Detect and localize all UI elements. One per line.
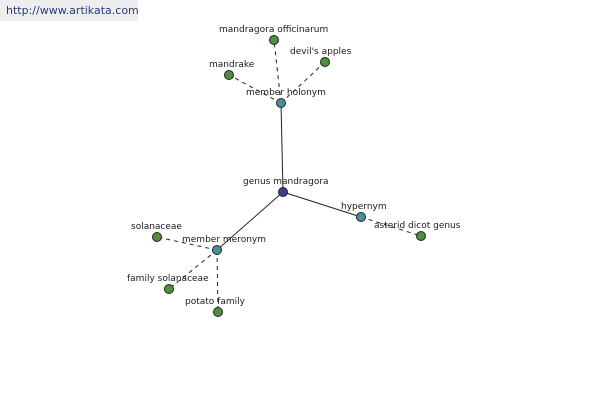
node-label-holonym[interactable]: member holonym xyxy=(246,88,326,98)
node-asterid[interactable] xyxy=(416,231,426,241)
edge-meronym-solanaceae xyxy=(156,236,218,251)
node-label-mandragora_off[interactable]: mandragora officinarum xyxy=(219,25,328,35)
node-label-family_sol[interactable]: family solanaceae xyxy=(127,274,209,284)
node-label-hypernym[interactable]: hypernym xyxy=(341,202,387,212)
node-label-devils[interactable]: devil's apples xyxy=(290,47,352,57)
graph-labels: genus mandragora member holonym hypernym me… xyxy=(127,25,461,307)
edge-meronym-family_sol xyxy=(168,249,218,290)
node-label-meronym[interactable]: member meronym xyxy=(182,235,266,245)
graph-nodes xyxy=(152,35,426,317)
node-mandragora_off[interactable] xyxy=(269,35,279,45)
node-meronym[interactable] xyxy=(212,245,222,255)
edge-genus-meronym xyxy=(216,191,284,251)
node-mandrake[interactable] xyxy=(224,70,234,80)
edge-genus-hypernym xyxy=(282,191,362,218)
node-devils[interactable] xyxy=(320,57,330,67)
node-label-solanaceae[interactable]: solanaceae xyxy=(131,222,182,232)
graph-edges xyxy=(156,39,422,313)
node-label-genus[interactable]: genus mandragora xyxy=(243,177,329,187)
edge-holonym-mandragora_off xyxy=(273,39,282,104)
node-label-asterid[interactable]: asterid dicot genus xyxy=(374,221,461,231)
node-label-mandrake[interactable]: mandrake xyxy=(209,60,255,70)
node-label-potato[interactable]: potato family xyxy=(185,297,246,307)
site-url-banner[interactable]: http://www.artikata.com xyxy=(0,0,139,21)
edge-holonym-devils xyxy=(280,61,326,104)
node-genus[interactable] xyxy=(278,187,288,197)
node-potato[interactable] xyxy=(213,307,223,317)
edge-hypernym-asterid xyxy=(360,216,422,237)
node-holonym[interactable] xyxy=(276,98,286,108)
node-hypernym[interactable] xyxy=(356,212,366,222)
edge-meronym-potato xyxy=(216,249,219,313)
node-solanaceae[interactable] xyxy=(152,232,162,242)
edge-holonym-mandrake xyxy=(228,74,282,104)
edge-genus-holonym xyxy=(280,102,284,193)
node-family_sol[interactable] xyxy=(164,284,174,294)
